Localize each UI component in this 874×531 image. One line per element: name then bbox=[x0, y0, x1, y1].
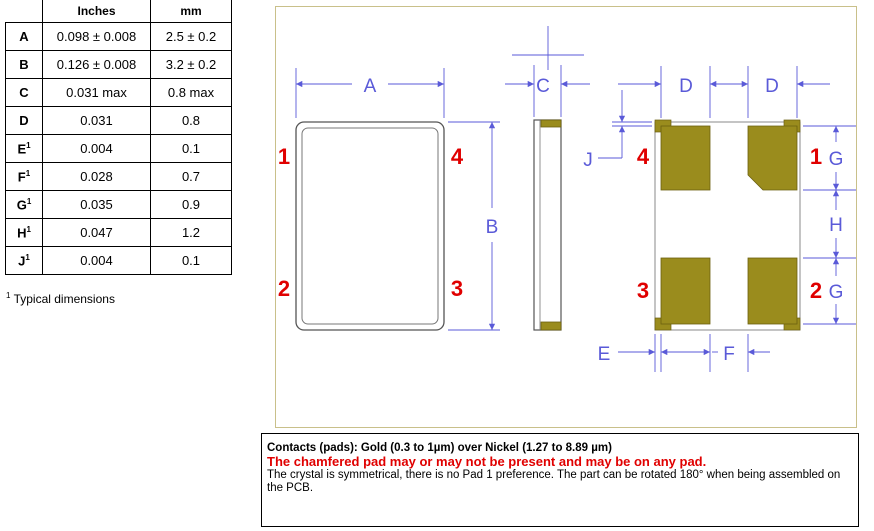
dim-label-b: B bbox=[486, 217, 499, 238]
pin-label-4: 4 bbox=[451, 144, 464, 169]
row-label: B bbox=[5, 50, 43, 79]
footnote-mark: 1 bbox=[6, 291, 11, 300]
dim-label-e: E bbox=[598, 344, 611, 365]
pad-label-4: 4 bbox=[637, 144, 650, 169]
notes-contacts: Contacts (pads): Gold (0.3 to 1µm) over … bbox=[267, 442, 612, 454]
row-inches: 0.031 bbox=[42, 106, 151, 135]
dim-label-a: A bbox=[364, 76, 377, 97]
row-mm: 0.1 bbox=[150, 246, 232, 275]
row-label: A bbox=[5, 22, 43, 51]
pad-layout bbox=[654, 119, 801, 331]
footnote-text: Typical dimensions bbox=[10, 292, 115, 306]
pad-4 bbox=[660, 125, 711, 191]
dim-label-d1: D bbox=[679, 76, 693, 97]
dim-gh: G H G bbox=[803, 125, 856, 325]
row-inches: 0.126 ± 0.008 bbox=[42, 50, 151, 79]
dim-label-c: C bbox=[536, 76, 550, 97]
dim-j: J bbox=[583, 90, 652, 171]
pad-2 bbox=[747, 257, 798, 325]
dim-c: C bbox=[505, 26, 590, 117]
dim-label-g2: G bbox=[829, 282, 844, 303]
side-view-package bbox=[533, 119, 562, 331]
dim-a: A bbox=[295, 68, 445, 118]
pin-label-3: 3 bbox=[451, 276, 463, 301]
dim-label-f: F bbox=[723, 344, 735, 365]
pin-label-2: 2 bbox=[278, 276, 290, 301]
dim-d: D D bbox=[618, 66, 830, 118]
row-inches: 0.004 bbox=[42, 246, 151, 275]
row-mm: 2.5 ± 0.2 bbox=[150, 22, 232, 51]
notes-chamfer-warning: The chamfered pad may or may not be pres… bbox=[267, 454, 707, 469]
row-mm: 0.8 max bbox=[150, 78, 232, 107]
dim-label-h: H bbox=[829, 215, 843, 236]
dim-label-g1: G bbox=[829, 149, 844, 170]
pad-1-chamfered bbox=[747, 125, 798, 191]
pad-label-3: 3 bbox=[637, 278, 649, 303]
pin-label-1: 1 bbox=[278, 144, 290, 169]
row-inches: 0.031 max bbox=[42, 78, 151, 107]
table-header-row: Inches mm bbox=[5, 0, 232, 23]
pad-3 bbox=[660, 257, 711, 325]
footnote: 1 Typical dimensions bbox=[6, 291, 115, 306]
pad-label-1: 1 bbox=[810, 144, 822, 169]
dim-b: B bbox=[448, 121, 500, 331]
dim-label-j: J bbox=[583, 150, 593, 171]
top-view-package bbox=[295, 121, 445, 331]
dim-label-d2: D bbox=[765, 76, 779, 97]
row-inches: 0.035 bbox=[42, 190, 151, 219]
row-label: D bbox=[5, 106, 43, 135]
notes-symmetry: The crystal is symmetrical, there is no … bbox=[267, 469, 841, 494]
row-label: E1 bbox=[5, 134, 43, 163]
header-mm: mm bbox=[150, 0, 232, 23]
dim-ef: E F bbox=[598, 334, 770, 372]
header-inches: Inches bbox=[42, 0, 151, 23]
pad-label-2: 2 bbox=[810, 278, 822, 303]
row-mm: 0.1 bbox=[150, 134, 232, 163]
notes-box: Contacts (pads): Gold (0.3 to 1µm) over … bbox=[261, 433, 859, 527]
drawing-frame bbox=[275, 6, 857, 428]
